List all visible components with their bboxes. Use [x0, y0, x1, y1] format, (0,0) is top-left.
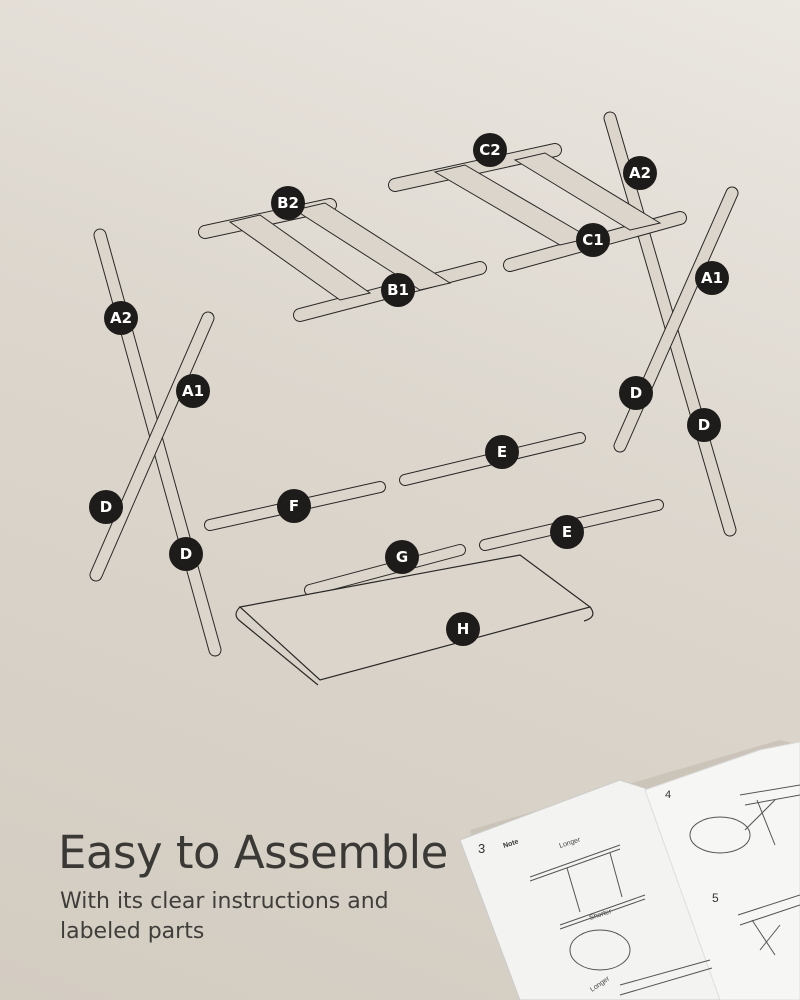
part-label-e: E — [550, 515, 584, 549]
part-label-text: D — [100, 498, 112, 516]
part-label-text: A2 — [110, 309, 132, 327]
part-label-a1: A1 — [695, 261, 729, 295]
manual-step-4: 4 — [665, 789, 671, 801]
part-label-text: H — [457, 620, 470, 638]
part-label-c2: C2 — [473, 133, 507, 167]
support-strap — [228, 214, 372, 301]
part-label-e: E — [485, 435, 519, 469]
part-label-text: B1 — [387, 281, 409, 299]
subtitle: With its clear instructions and labeled … — [60, 889, 389, 944]
part-label-a1: A1 — [176, 374, 210, 408]
manual-step-5: 5 — [712, 891, 719, 905]
part-label-b2: B2 — [271, 186, 305, 220]
part-label-text: A2 — [629, 164, 651, 182]
rod-g — [304, 544, 466, 596]
part-label-text: B2 — [277, 194, 299, 212]
part-label-text: C1 — [582, 231, 603, 249]
part-label-text: E — [497, 443, 507, 461]
part-label-a2: A2 — [623, 156, 657, 190]
manual-note: Note — [502, 838, 519, 849]
part-label-d: D — [169, 537, 203, 571]
shelf-h-lip — [235, 606, 594, 686]
part-label-text: D — [630, 384, 642, 402]
part-label-f: F — [277, 489, 311, 523]
part-label-text: G — [396, 548, 408, 566]
shelf-h — [238, 554, 592, 681]
support-strap — [293, 202, 452, 291]
part-label-a2: A2 — [104, 301, 138, 335]
part-label-c1: C1 — [576, 223, 610, 257]
part-label-text: C2 — [479, 141, 500, 159]
headline: Easy to Assemble — [58, 826, 448, 879]
part-label-text: E — [562, 523, 572, 541]
part-label-d: D — [687, 408, 721, 442]
manual-step-3: 3 — [478, 841, 485, 856]
part-label-b1: B1 — [381, 273, 415, 307]
instruction-manual: 3 Note Longer Shorter Longer 4 5 — [459, 740, 800, 1000]
part-label-h: H — [446, 612, 480, 646]
part-label-d: D — [89, 490, 123, 524]
frame-c2-rail — [388, 143, 562, 192]
part-label-text: A1 — [182, 382, 204, 400]
left-leg-a1 — [89, 311, 215, 582]
part-label-g: G — [385, 540, 419, 574]
manual-right-page — [644, 741, 800, 1000]
part-label-text: D — [698, 416, 710, 434]
part-label-text: A1 — [701, 269, 723, 287]
part-label-text: D — [180, 545, 192, 563]
support-strap — [513, 152, 662, 231]
part-label-text: F — [289, 497, 299, 515]
part-label-d: D — [619, 376, 653, 410]
